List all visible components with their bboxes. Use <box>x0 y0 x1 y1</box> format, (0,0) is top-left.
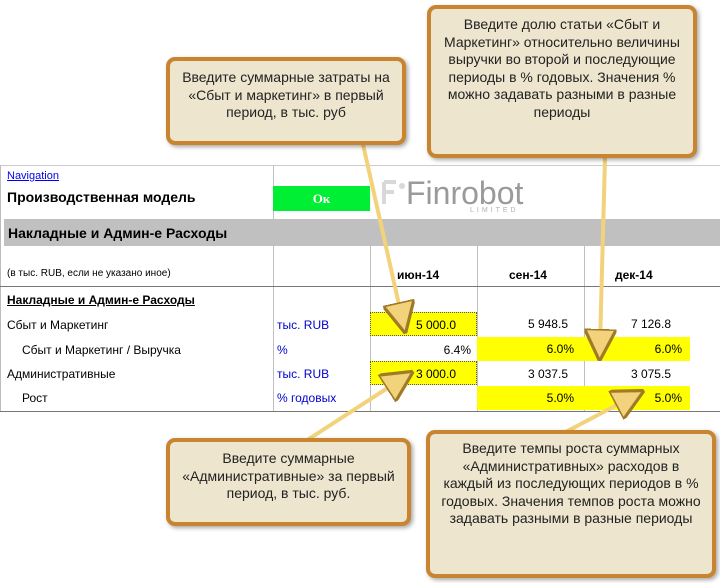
row-unit: тыс. RUB <box>277 367 330 381</box>
column-divider <box>273 165 274 412</box>
value-cell: 3 075.5 <box>630 367 671 381</box>
row-unit: % годовых <box>277 391 337 405</box>
value-cell: 6.4% <box>443 343 471 357</box>
row-label-administrative: Административные <box>7 367 116 381</box>
model-title: Производственная модель <box>7 189 196 205</box>
row-label-sales-marketing-revenue: Сбыт и Маркетинг / Выручка <box>22 343 181 357</box>
period-header-2: сен-14 <box>509 268 547 282</box>
section-title: Накладные и Админ-е Расходы <box>8 225 228 241</box>
value-cell: 3 037.5 <box>527 367 568 381</box>
row-unit: тыс. RUB <box>277 318 330 332</box>
sheet-top-border <box>0 165 720 166</box>
value-cell: 7 126.8 <box>630 317 671 331</box>
header-separator <box>0 286 720 287</box>
column-divider <box>477 246 478 412</box>
callout-growth: Введите темпы роста суммарных «Администр… <box>426 430 716 578</box>
units-note: (в тыс. RUB, если не указано иное) <box>7 268 171 279</box>
arrow-to-sales-share <box>600 157 605 345</box>
navigation-link[interactable]: Navigation <box>7 170 59 182</box>
logo-subtitle: LIMITED <box>470 207 519 214</box>
ok-button[interactable]: Ок <box>273 186 370 211</box>
finrobot-logo-icon <box>382 180 405 204</box>
subheading: Накладные и Админ-е Расходы <box>7 293 195 307</box>
row-label-sales-marketing: Сбыт и Маркетинг <box>7 318 109 332</box>
row-unit: % <box>277 343 288 357</box>
sheet-bottom-border <box>0 411 720 412</box>
section-title-bar <box>4 219 720 246</box>
logo-text: Finrobot <box>406 175 524 211</box>
callout-admin-first: Введите суммарные «Административные» за … <box>166 438 411 526</box>
arrow-to-growth <box>559 398 630 437</box>
arrow-to-admin-first <box>293 380 400 450</box>
sheet-left-border <box>0 165 1 412</box>
value-cell: 5 948.5 <box>527 317 568 331</box>
period-header-1: июн-14 <box>397 268 440 282</box>
period-header-3: дек-14 <box>615 268 653 282</box>
callout-sales-share: Введите долю статьи «Сбыт и Маркетинг» о… <box>427 5 697 158</box>
input-cell-growth-2[interactable]: 5.0% <box>477 386 584 410</box>
spreadsheet: Navigation Производственная модель Ок На… <box>0 165 720 412</box>
row-label-growth: Рост <box>22 391 48 405</box>
arrow-to-sales-first <box>360 139 402 318</box>
callout-sales-first: Введите суммарные затраты на «Сбыт и мар… <box>166 57 406 145</box>
input-cell-sales-share-2[interactable]: 6.0% <box>477 337 584 361</box>
